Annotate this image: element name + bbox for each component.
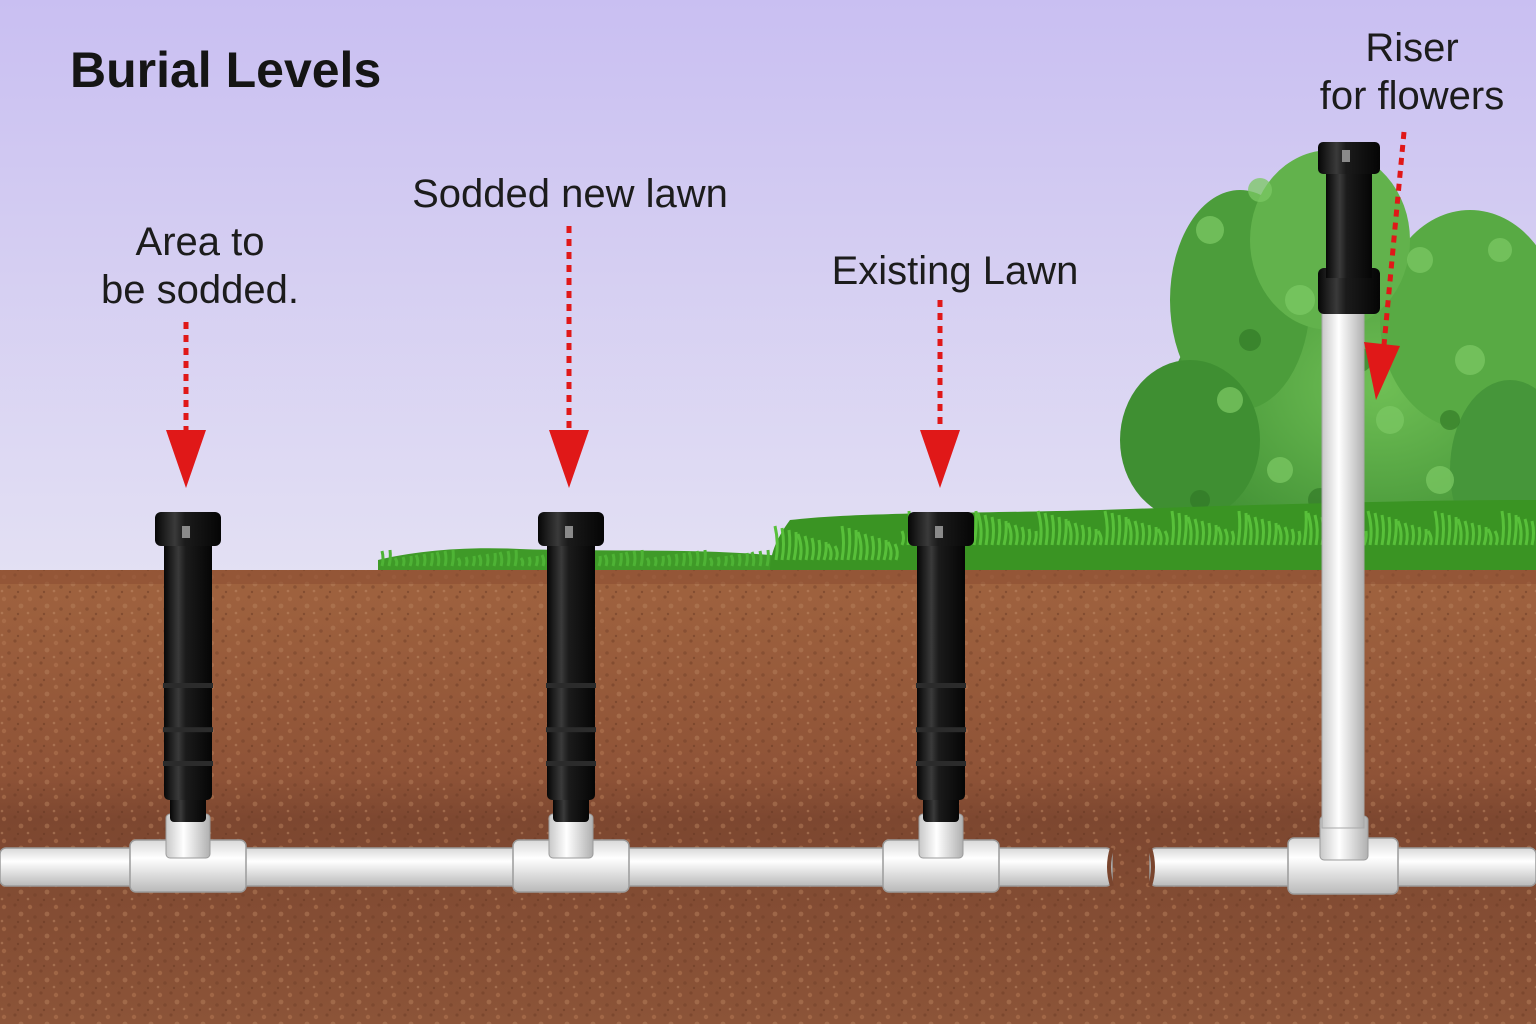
- label-area-to-be-sodded: Area to be sodded.: [101, 220, 299, 312]
- pop-up-sprinkler-head-icon: [512, 512, 630, 893]
- label-sodded-new-lawn: Sodded new lawn: [412, 172, 728, 216]
- dotted-arrow-down-icon: [920, 300, 960, 488]
- dotted-arrow-down-icon: [166, 322, 206, 488]
- pop-up-sprinkler-head-icon: [882, 512, 1000, 893]
- pop-up-sprinkler-head-icon: [129, 512, 247, 893]
- label-existing-lawn: Existing Lawn: [831, 249, 1079, 293]
- label-riser-for-flowers: Riser for flowers: [1319, 26, 1505, 118]
- dotted-arrow-down-icon: [1364, 131, 1407, 400]
- riser-sprinkler: [1287, 142, 1399, 895]
- diagram-title: Burial Levels: [70, 42, 382, 98]
- dotted-arrow-down-icon: [549, 226, 589, 488]
- riser-pipe: [1321, 307, 1365, 829]
- soil-cross-section: [0, 570, 1536, 1024]
